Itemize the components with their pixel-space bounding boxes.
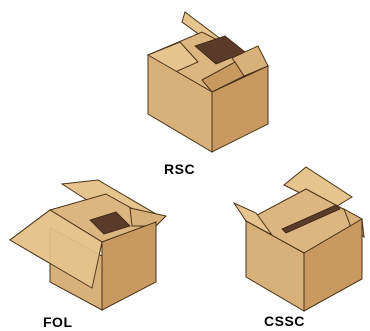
fol-tape xyxy=(89,211,131,235)
cssc-side-face xyxy=(303,218,363,312)
rsc-label: RSC xyxy=(164,161,196,177)
cssc-label: CSSC xyxy=(264,313,305,329)
cssc-tape xyxy=(281,204,341,234)
rsc-box-illustration xyxy=(146,11,270,153)
cssc-box-illustration xyxy=(232,166,365,312)
rsc-side-face xyxy=(211,65,269,153)
fol-side-face xyxy=(101,221,157,311)
fol-box-illustration xyxy=(9,179,167,311)
rsc-front-flap xyxy=(201,61,245,93)
fol-front-flap-overlay xyxy=(9,209,103,289)
fol-label: FOL xyxy=(43,314,73,330)
